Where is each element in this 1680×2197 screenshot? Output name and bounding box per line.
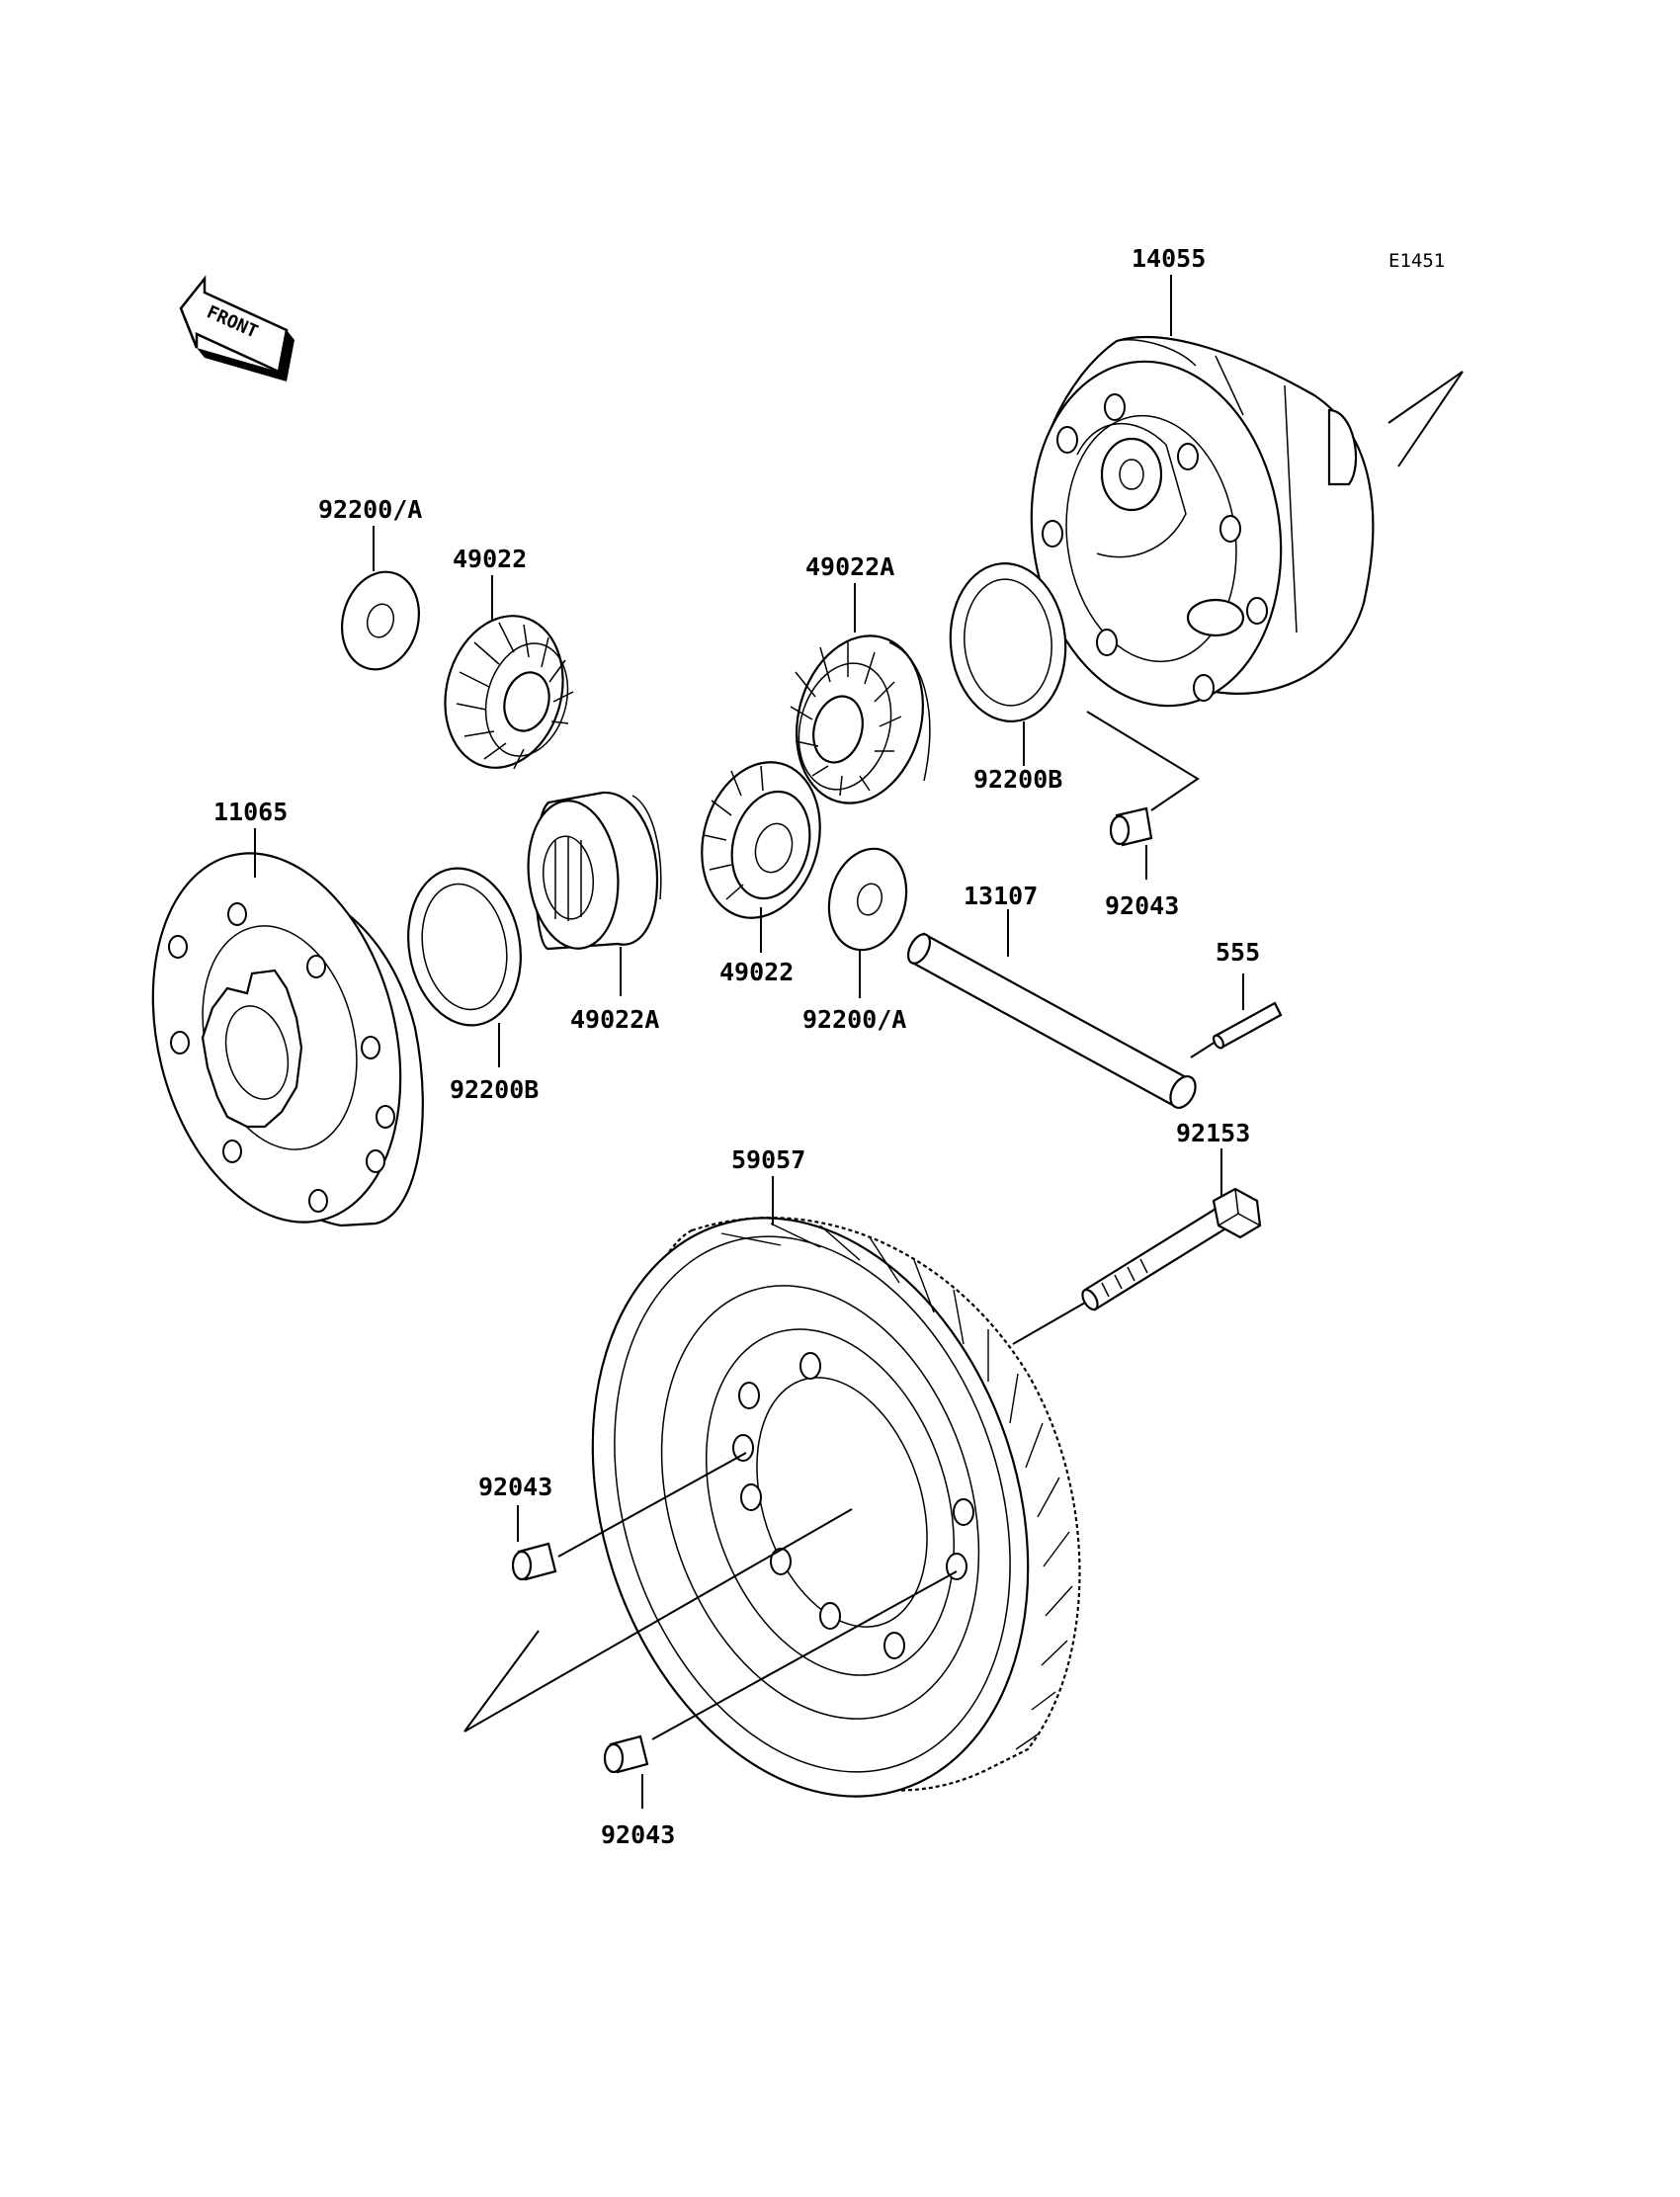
- leader-555-shaft: [1190, 1041, 1217, 1058]
- dowel-pin-92043-right-icon: [1109, 806, 1153, 847]
- label-92153: 92153: [1176, 1119, 1250, 1147]
- label-92200a-top: 92200/A: [318, 495, 422, 524]
- label-92043-bottom: 92043: [601, 1820, 675, 1849]
- leader-92153-gear: [1012, 1302, 1086, 1345]
- label-92200b-left: 92200B: [450, 1075, 539, 1104]
- shim-92200b-left-icon: [407, 867, 522, 1027]
- leader-92043-bottom-gear: [651, 1570, 958, 1740]
- ring-gear-59057-icon: [591, 1217, 1081, 1798]
- label-555: 555: [1216, 938, 1260, 967]
- dowel-pin-92043-bottom-icon: [603, 1734, 649, 1774]
- dowel-pin-92043-left-icon: [511, 1542, 557, 1581]
- label-13107: 13107: [964, 882, 1038, 910]
- shim-92200b-right-icon: [949, 562, 1067, 722]
- bevel-gear-49022-top-icon: [444, 615, 574, 770]
- bevel-gear-49022a-top-icon: [790, 634, 931, 804]
- bevel-gear-49022-mid-icon: [701, 761, 821, 919]
- label-49022-top: 49022: [453, 545, 527, 573]
- leader-59057-v: [463, 1508, 853, 1732]
- label-49022a-mid: 49022A: [570, 1005, 659, 1034]
- differential-cover-11065-icon: [151, 852, 424, 1227]
- label-59057: 59057: [731, 1145, 805, 1174]
- label-92200b-right: 92200B: [973, 765, 1062, 794]
- label-92043-left: 92043: [478, 1473, 552, 1501]
- shaft-13107-icon: [906, 932, 1197, 1109]
- label-92043-right: 92043: [1105, 891, 1179, 920]
- label-92200a-mid: 92200/A: [802, 1005, 906, 1034]
- label-11065: 11065: [213, 798, 288, 826]
- leader-92043-right-pin: [1086, 711, 1200, 811]
- leader-92043-left-gear: [557, 1452, 747, 1558]
- bolt-92153-icon: [1081, 1187, 1262, 1311]
- pin-555-icon: [1212, 1001, 1283, 1050]
- label-49022a-top: 49022A: [805, 552, 894, 581]
- leader-14055-v: [1387, 371, 1464, 467]
- label-14055: 14055: [1132, 244, 1206, 273]
- diagram-code: E1451: [1388, 250, 1445, 272]
- differential-case-icon: [1030, 336, 1375, 708]
- bevel-gear-49022a-mid-icon: [527, 791, 662, 951]
- washer-92200a-mid-icon: [827, 847, 908, 952]
- washer-92200a-top-icon: [340, 570, 421, 671]
- front-arrow-icon: FRONT: [179, 275, 294, 381]
- label-49022-mid: 49022: [719, 958, 794, 986]
